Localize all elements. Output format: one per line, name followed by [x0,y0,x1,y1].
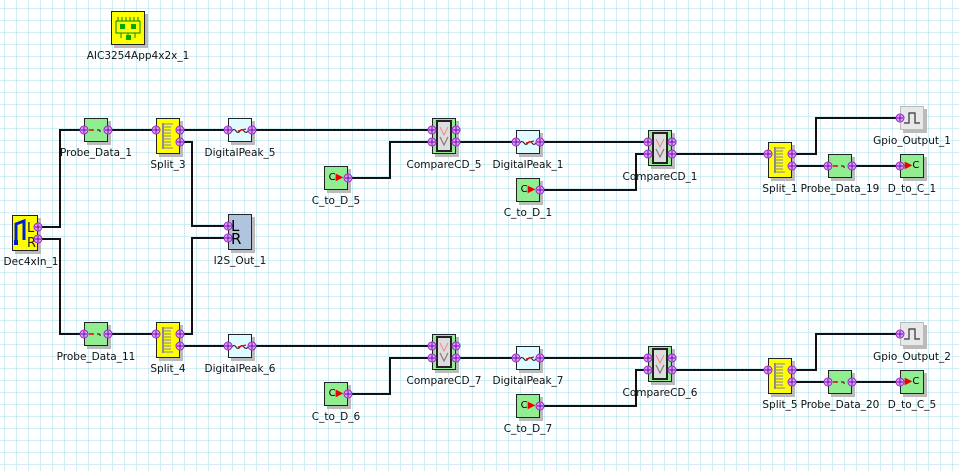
block-split-1[interactable] [768,142,792,178]
block-digitalpeak-5[interactable] [228,118,252,142]
block-d-to-c-1[interactable]: ▶C [900,154,924,178]
block-aic3254app4x2x-1[interactable] [111,11,145,45]
peak-icon [229,342,251,361]
peak-icon [229,126,251,145]
peak-icon [517,354,539,373]
block-comparecd-7[interactable] [432,334,456,370]
compare-icon [433,120,455,157]
wire[interactable] [792,117,900,155]
compare-icon [433,336,455,373]
dynamic-to-constant-icon: ▶C [904,376,920,387]
block-label: D_to_C_1 [887,183,937,195]
split-icon [157,327,179,361]
block-label: DigitalPeak_6 [204,363,276,375]
probe-icon [829,162,851,181]
block-comparecd-5[interactable] [432,118,456,154]
port-label-l: L [231,217,240,235]
block-label: I2S_Out_1 [213,255,267,267]
pulse-icon [901,328,923,349]
block-label: Split_3 [150,159,186,171]
block-c-to-d-7[interactable]: C▶ [516,394,540,418]
wire[interactable] [540,369,648,407]
block-label: Probe_Data_11 [56,351,136,363]
block-label: DigitalPeak_1 [492,159,564,171]
wires [38,117,900,407]
svg-text:R: R [27,236,36,250]
block-split-3[interactable] [156,118,180,154]
wire[interactable] [792,333,900,371]
split-icon [157,123,179,157]
block-label: AIC3254App4x2x_1 [86,50,190,62]
block-label: Split_5 [762,399,798,411]
block-split-4[interactable] [156,322,180,358]
block-gpio-output-2[interactable] [900,322,924,346]
block-label: CompareCD_5 [406,159,482,171]
block-label: Probe_Data_19 [800,183,880,195]
block-d-to-c-5[interactable]: ▶C [900,370,924,394]
compare-icon [649,348,671,385]
probe-icon [829,378,851,397]
block-digitalpeak-1[interactable] [516,130,540,154]
block-label: C_to_D_1 [503,207,553,219]
block-label: Probe_Data_1 [59,147,133,159]
peak-icon [517,138,539,157]
block-probe-data-19[interactable] [828,154,852,178]
probe-icon [85,126,107,145]
constant-to-dynamic-icon: C▶ [328,388,344,399]
wire[interactable] [180,141,228,227]
block-label: Split_1 [762,183,798,195]
wire[interactable] [540,153,648,191]
block-probe-data-11[interactable] [84,322,108,346]
block-label: DigitalPeak_5 [204,147,276,159]
wire[interactable] [348,141,432,179]
dynamic-to-constant-icon: ▶C [904,160,920,171]
block-label: Split_4 [150,363,186,375]
constant-to-dynamic-icon: C▶ [328,172,344,183]
block-label: C_to_D_7 [503,423,553,435]
probe-icon [85,330,107,349]
block-label: Probe_Data_20 [800,399,880,411]
block-label: CompareCD_6 [622,387,698,399]
chip-icon [112,17,144,48]
block-c-to-d-5[interactable]: C▶ [324,166,348,190]
block-c-to-d-6[interactable]: C▶ [324,382,348,406]
block-label: CompareCD_7 [406,375,482,387]
compare-icon [649,132,671,169]
block-label: CompareCD_1 [622,171,698,183]
wire[interactable] [348,357,432,395]
block-label: DigitalPeak_7 [492,375,564,387]
block-gpio-output-1[interactable] [900,106,924,130]
block-digitalpeak-7[interactable] [516,346,540,370]
svg-text:L: L [27,221,35,236]
constant-to-dynamic-icon: C▶ [520,400,536,411]
block-label: C_to_D_6 [311,411,361,423]
split-icon [769,363,791,397]
block-label: Dec4xIn_1 [3,256,59,268]
pulse-icon [901,112,923,133]
block-comparecd-6[interactable] [648,346,672,382]
block-probe-data-20[interactable] [828,370,852,394]
block-c-to-d-1[interactable]: C▶ [516,178,540,202]
block-split-5[interactable] [768,358,792,394]
wire[interactable] [38,129,84,228]
block-probe-data-1[interactable] [84,118,108,142]
split-icon [769,147,791,181]
wire[interactable] [180,237,228,335]
port-label-r: R [231,230,242,248]
block-label: C_to_D_5 [311,195,361,207]
block-label: D_to_C_5 [887,399,937,411]
block-comparecd-1[interactable] [648,130,672,166]
block-label: Gpio_Output_2 [873,351,951,363]
constant-to-dynamic-icon: C▶ [520,184,536,195]
block-digitalpeak-6[interactable] [228,334,252,358]
block-label: Gpio_Output_1 [873,135,951,147]
wire[interactable] [38,238,84,335]
